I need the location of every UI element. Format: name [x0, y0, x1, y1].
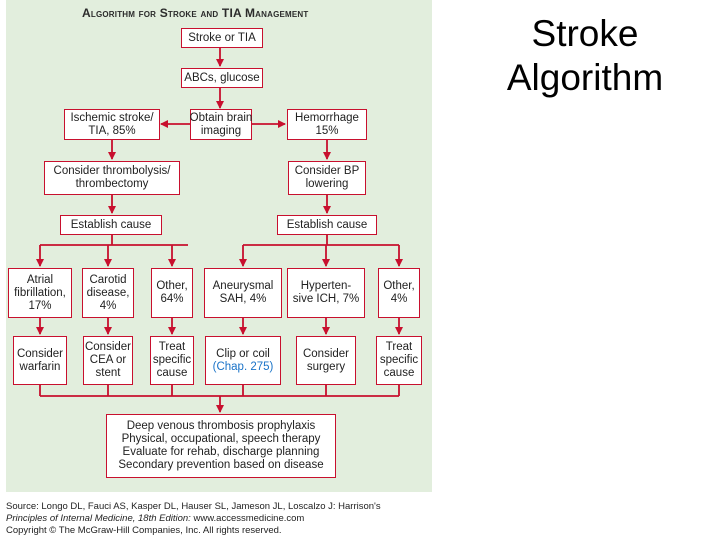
figure-title: Algorithm for Stroke and TIA Management	[82, 6, 309, 20]
box-other-hemorrhage: Other,4%	[378, 268, 420, 318]
branch-right	[243, 235, 399, 246]
merge-line	[39, 385, 400, 397]
box-clip-or-coil: Clip or coil(Chap. 275)	[205, 336, 281, 385]
box-stroke-or-tia: Stroke or TIA	[181, 28, 263, 48]
box-establish-cause-right: Establish cause	[277, 215, 377, 235]
slide-title: Stroke Algorithm	[506, 13, 664, 98]
branch-left	[40, 235, 188, 246]
box-hypertensive-ich: Hyperten-sive ICH, 7%	[287, 268, 365, 318]
source-citation: Source: Longo DL, Fauci AS, Kasper DL, H…	[6, 501, 381, 536]
box-abcs-glucose: ABCs, glucose	[181, 68, 263, 88]
chapter-reference: (Chap. 275)	[212, 360, 274, 373]
box-establish-cause-left: Establish cause	[60, 215, 162, 235]
box-ischemic-stroke: Ischemic stroke/TIA, 85%	[64, 109, 160, 140]
box-other-ischemic: Other,64%	[151, 268, 193, 318]
flowchart-connectors	[36, 48, 403, 413]
algorithm-figure: Algorithm for Stroke and TIA Management	[6, 0, 432, 492]
box-consider-thrombolysis: Consider thrombolysis/thrombectomy	[44, 161, 180, 195]
